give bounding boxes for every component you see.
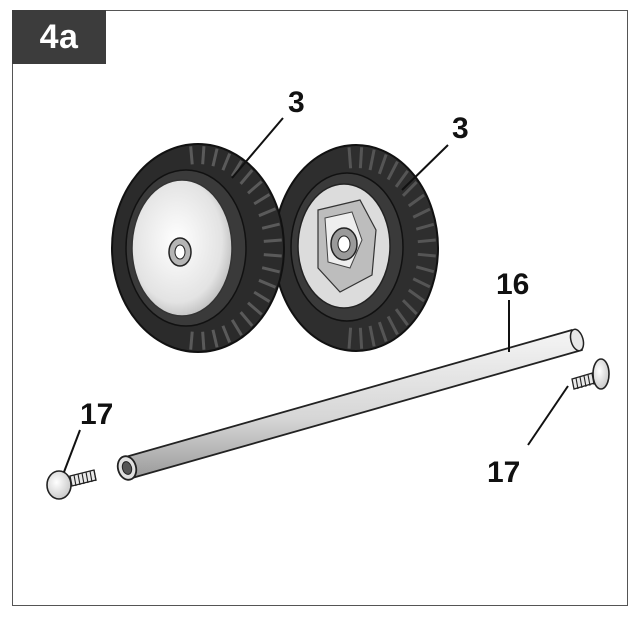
wheel-left <box>111 143 285 353</box>
leader-line-bolt-left <box>63 429 81 473</box>
axle <box>116 328 585 481</box>
callout-axle: 16 <box>496 268 529 301</box>
leader-line-bolt-right <box>527 385 569 446</box>
bolt-left <box>46 469 97 500</box>
wheel-right <box>273 144 439 352</box>
leader-line-wheel-left <box>231 117 284 179</box>
callout-wheel-right: 3 <box>452 112 469 145</box>
callout-wheel-left: 3 <box>288 86 305 119</box>
step-badge: 4a <box>12 10 106 64</box>
leader-line-wheel-right <box>401 144 449 191</box>
leader-lines <box>63 117 569 473</box>
callout-bolt-right: 17 <box>487 456 520 489</box>
callout-bolt-left: 17 <box>80 398 113 431</box>
bolt-right <box>571 358 610 390</box>
